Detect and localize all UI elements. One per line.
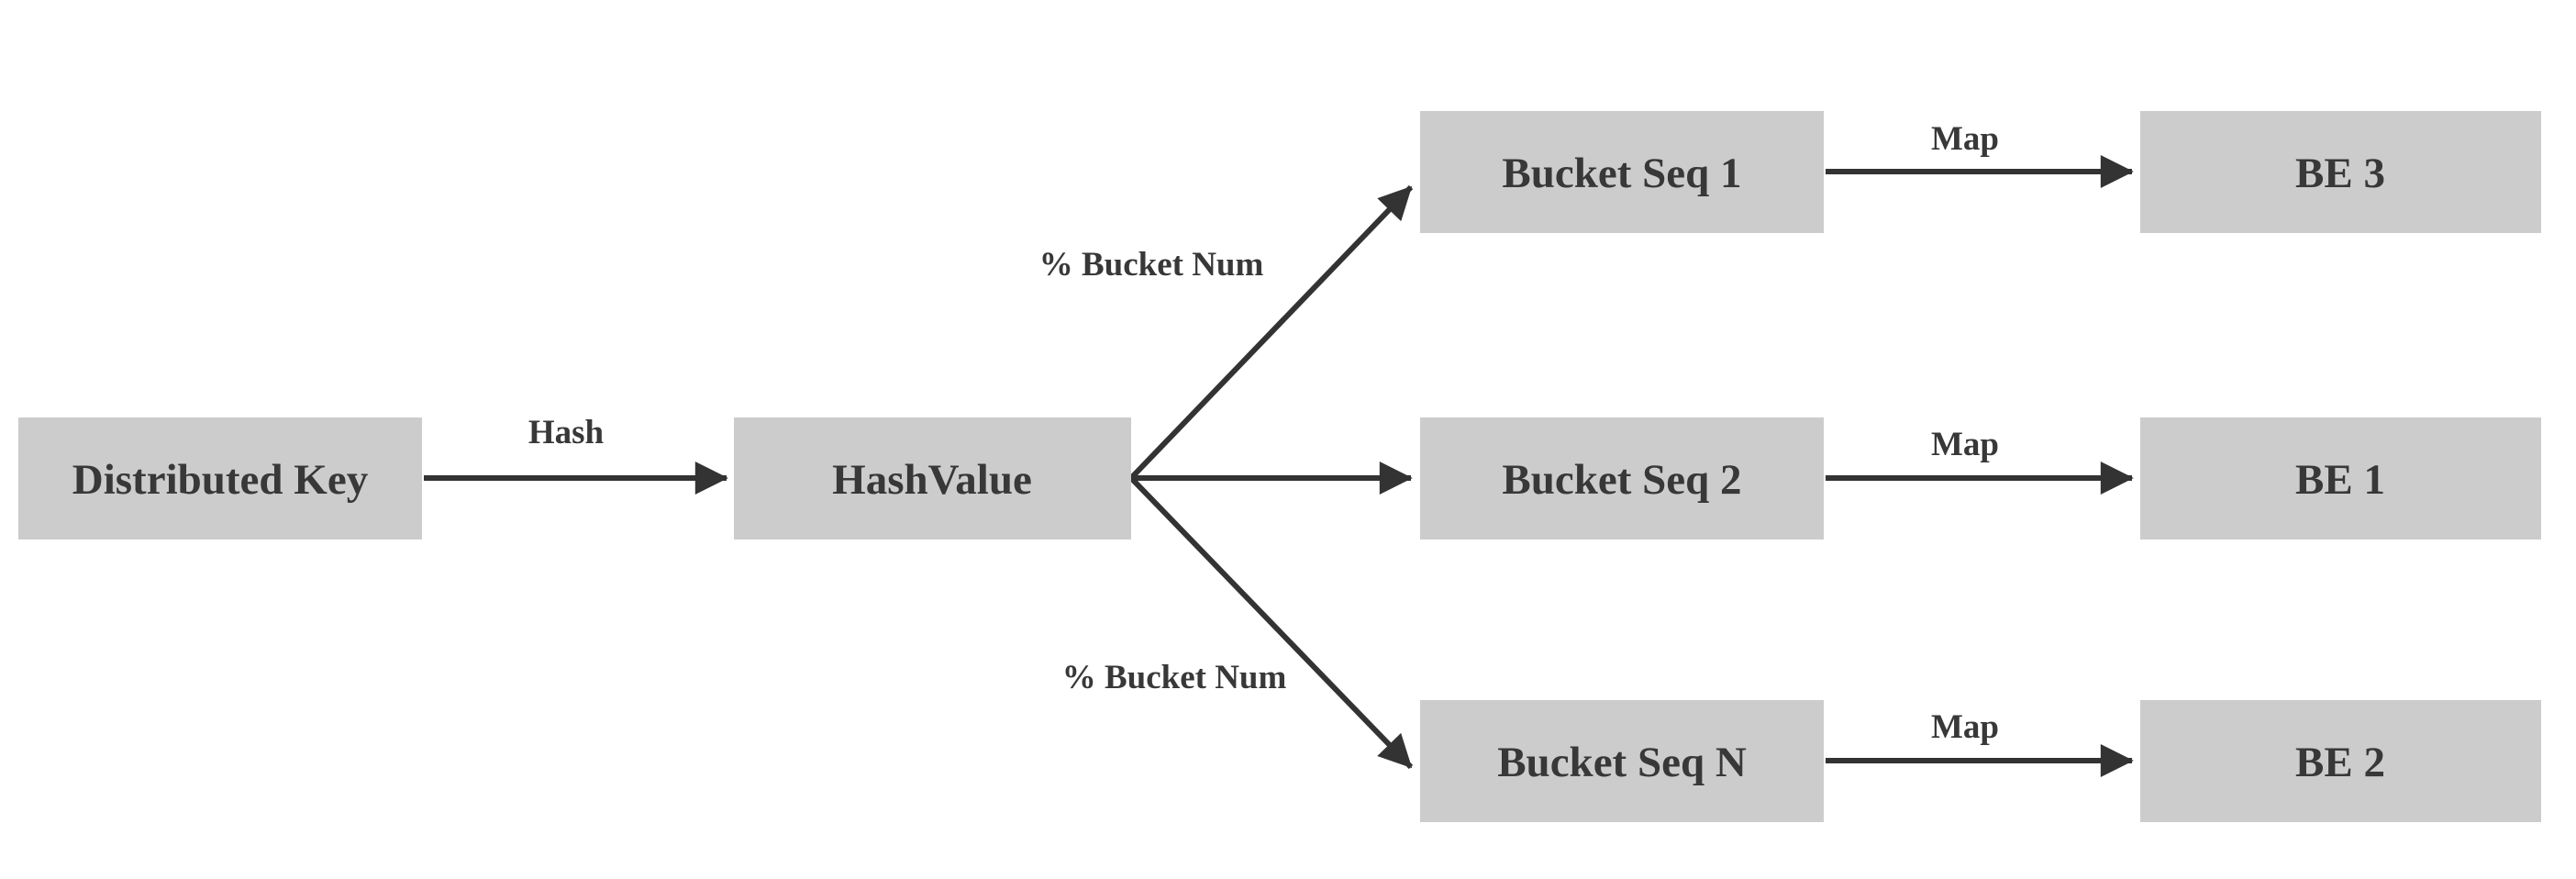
map-top-edge-label: Map xyxy=(1931,120,1999,158)
be-3-box xyxy=(2140,111,2541,233)
node-hash-value: HashValue xyxy=(734,417,1131,540)
edge-bucket-num-top-arrow xyxy=(1128,184,1414,481)
node-distributed-key: Distributed Key xyxy=(18,417,422,540)
map-bottom-edge-label: Map xyxy=(1931,708,1999,746)
be-2-box xyxy=(2140,700,2541,822)
node-be-3: BE 3 xyxy=(2140,111,2541,233)
node-bucket-seq-2: Bucket Seq 2 xyxy=(1420,417,1824,540)
distributed-key-label: Distributed Key xyxy=(72,456,369,504)
bucket-seq-1-label: Bucket Seq 1 xyxy=(1502,150,1741,197)
hash-value-box xyxy=(734,417,1131,540)
bucket-seq-1-box xyxy=(1420,111,1824,233)
bucket-seq-2-label: Bucket Seq 2 xyxy=(1502,456,1741,504)
edge-bucket-num-bottom-arrow xyxy=(1128,475,1414,770)
bucket-seq-n-box xyxy=(1420,700,1824,822)
node-bucket-seq-1: Bucket Seq 1 xyxy=(1420,111,1824,233)
edges xyxy=(424,155,2134,777)
node-bucket-seq-n: Bucket Seq N xyxy=(1420,700,1824,822)
map-middle-edge-label: Map xyxy=(1931,426,1999,463)
hash-value-label: HashValue xyxy=(832,456,1032,504)
node-be-2: BE 2 xyxy=(2140,700,2541,822)
bucket-seq-n-label: Bucket Seq N xyxy=(1497,739,1747,786)
nodes: Distributed Key HashValue Bucket Seq 1 B… xyxy=(18,111,2541,822)
be-2-label: BE 2 xyxy=(2295,739,2385,786)
edge-labels: Hash % Bucket Num % Bucket Num Map Map M… xyxy=(528,120,1999,746)
be-1-label: BE 1 xyxy=(2295,456,2385,504)
distributed-key-box xyxy=(18,417,422,540)
be-1-box xyxy=(2140,417,2541,540)
bucket-num-bottom-edge-label: % Bucket Num xyxy=(1062,659,1287,696)
node-be-1: BE 1 xyxy=(2140,417,2541,540)
bucket-num-top-edge-label: % Bucket Num xyxy=(1039,246,1264,284)
be-3-label: BE 3 xyxy=(2295,150,2385,197)
bucket-seq-2-box xyxy=(1420,417,1824,540)
hash-edge-label: Hash xyxy=(528,414,605,451)
